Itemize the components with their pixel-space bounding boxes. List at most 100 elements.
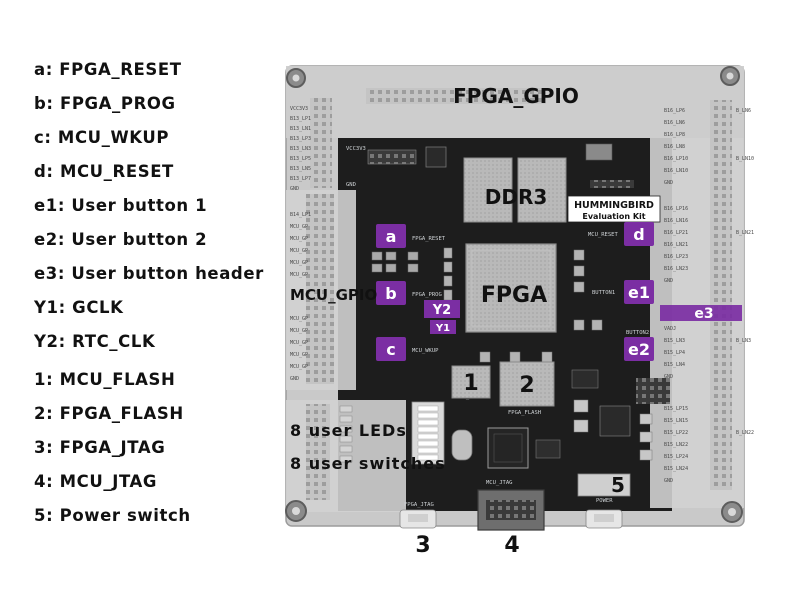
- button-c-label: c: [386, 340, 395, 359]
- svg-text:B16_LP6: B16_LP6: [664, 108, 685, 114]
- legend-item-4: 4: MCU_JTAG: [34, 472, 158, 491]
- led-array: [339, 405, 353, 463]
- svg-text:B15_LN4: B15_LN4: [664, 362, 685, 368]
- svg-text:B15_LP24: B15_LP24: [664, 454, 688, 460]
- top-right-component: [585, 143, 613, 161]
- right-pin-header: [710, 100, 732, 490]
- svg-text:B15_LP15: B15_LP15: [664, 406, 688, 412]
- silk-gnd: GND: [346, 182, 356, 188]
- svg-text:B16_LN23: B16_LN23: [664, 266, 688, 272]
- svg-text:MCU_GP: MCU_GP: [290, 248, 308, 254]
- brand-box: [567, 195, 661, 223]
- svg-text:B16_LP8: B16_LP8: [664, 132, 685, 138]
- legend-item-5: 5: Power switch: [34, 506, 191, 525]
- small-ic: [535, 439, 561, 459]
- svg-text:B_LN21: B_LN21: [736, 230, 754, 236]
- silk-mcu-wkup: MCU_WKUP: [412, 348, 439, 354]
- svg-text:B15_LP4: B15_LP4: [664, 350, 685, 356]
- svg-text:B15_LN15: B15_LN15: [664, 418, 688, 424]
- svg-text:B13_LP7: B13_LP7: [290, 176, 311, 182]
- left-pin-header: [306, 194, 334, 384]
- ddr3-label: DDR3: [485, 185, 548, 209]
- top-right-header: [590, 180, 634, 188]
- svg-text:B16_LN8: B16_LN8: [664, 144, 685, 150]
- legend-item-e1: e1: User button 1: [34, 196, 208, 215]
- svg-text:B16_LN21: B16_LN21: [664, 242, 688, 248]
- power-port: [594, 514, 614, 522]
- right-small-header: [636, 378, 670, 404]
- svg-text:B15_LP22: B15_LP22: [664, 430, 688, 436]
- svg-text:B16_LN16: B16_LN16: [664, 218, 688, 224]
- clock-y1: Y1: [430, 320, 456, 334]
- button-e1: e1: [624, 280, 654, 304]
- legend-item-e3: e3: User button header: [34, 264, 264, 283]
- silk-fpga-flash: FPGA_FLASH: [508, 410, 541, 416]
- svg-text:B_LN22: B_LN22: [736, 430, 754, 436]
- crystal-x3: [451, 429, 473, 461]
- top-pin-header: [366, 88, 546, 104]
- silk-fpga-reset: FPGA_RESET: [412, 236, 446, 242]
- legend-item-3: 3: FPGA_JTAG: [34, 438, 166, 457]
- label-4: 4: [504, 533, 519, 558]
- label-2: 2: [519, 373, 534, 398]
- legend-item-2: 2: FPGA_FLASH: [34, 404, 184, 423]
- svg-text:B16_LN10: B16_LN10: [664, 168, 688, 174]
- legend-item-b: b: FPGA_PROG: [34, 94, 176, 113]
- mcu-gpio-label: MCU_GPIO: [290, 286, 377, 304]
- svg-text:GND: GND: [290, 376, 299, 382]
- tactile-switch-bodies: [371, 251, 419, 273]
- ddr3-chip-1: [463, 157, 513, 223]
- screw-holes: [285, 66, 743, 523]
- svg-text:MCU_GP: MCU_GP: [290, 224, 308, 230]
- svg-text:GND: GND: [664, 374, 673, 380]
- button-a-label: a: [386, 227, 397, 246]
- svg-text:MCU_GP: MCU_GP: [290, 340, 308, 346]
- svg-text:B_LN3: B_LN3: [736, 338, 751, 344]
- bottom-left-pin-header: [306, 404, 330, 500]
- label-5: 5: [611, 473, 625, 497]
- legend-item-y2: Y2: RTC_CLK: [34, 332, 156, 351]
- legend-item-d: d: MCU_RESET: [34, 162, 174, 181]
- fpga-chip: [465, 243, 557, 333]
- button-e3-label: e3: [694, 306, 713, 322]
- svg-text:MCU_GP: MCU_GP: [290, 364, 308, 370]
- silk-button1: BUTTON1: [592, 290, 615, 296]
- svg-text:GND: GND: [664, 278, 673, 284]
- svg-text:B15_LN3: B15_LN3: [664, 338, 685, 344]
- left-top-pin-header: [310, 98, 332, 188]
- user-leds-label: 8 user LEDs: [290, 421, 407, 440]
- fpga-flash-chip: 2: [499, 361, 555, 407]
- svg-text:B16_LN6: B16_LN6: [664, 120, 685, 126]
- jumper-block: [425, 146, 447, 168]
- svg-text:B16_LP23: B16_LP23: [664, 254, 688, 260]
- svg-text:B16_LP10: B16_LP10: [664, 156, 688, 162]
- legend-item-e2: e2: User button 2: [34, 230, 208, 249]
- svg-text:B14_LP1: B14_LP1: [290, 212, 311, 218]
- mcu-chip: [487, 427, 529, 469]
- fpga-chip-inner-border: [471, 249, 551, 327]
- svg-text:B13_LP5: B13_LP5: [290, 156, 311, 162]
- svg-text:B16_LP16: B16_LP16: [664, 206, 688, 212]
- label-3: 3: [415, 533, 430, 558]
- j19-connector: [367, 149, 417, 165]
- legend-item-a: a: FPGA_RESET: [34, 60, 182, 79]
- svg-text:B13_LN1: B13_LN1: [290, 126, 311, 132]
- svg-text:VCC3V3: VCC3V3: [290, 106, 308, 112]
- brand-title: HUMMINGBIRD: [574, 200, 654, 211]
- legend-item-c: c: MCU_WKUP: [34, 128, 170, 147]
- button-d: d: [624, 222, 654, 246]
- ddr3-chip-2: [517, 157, 567, 223]
- svg-text:GND: GND: [664, 180, 673, 186]
- svg-text:MCU_GP: MCU_GP: [290, 272, 308, 278]
- power-switch: 5: [577, 473, 631, 497]
- svg-text:B13_LN5: B13_LN5: [290, 166, 311, 172]
- button-e2-label: e2: [628, 340, 650, 359]
- button-b: b: [376, 281, 406, 305]
- svg-text:B13_LN3: B13_LN3: [290, 146, 311, 152]
- clock-y1-label: Y1: [435, 323, 450, 334]
- silk-fpga-jtag: FPGA_JTAG: [404, 502, 434, 508]
- svg-text:B_LN6: B_LN6: [736, 108, 751, 114]
- right-components: [573, 399, 653, 461]
- svg-text:MCU_GP: MCU_GP: [290, 316, 308, 322]
